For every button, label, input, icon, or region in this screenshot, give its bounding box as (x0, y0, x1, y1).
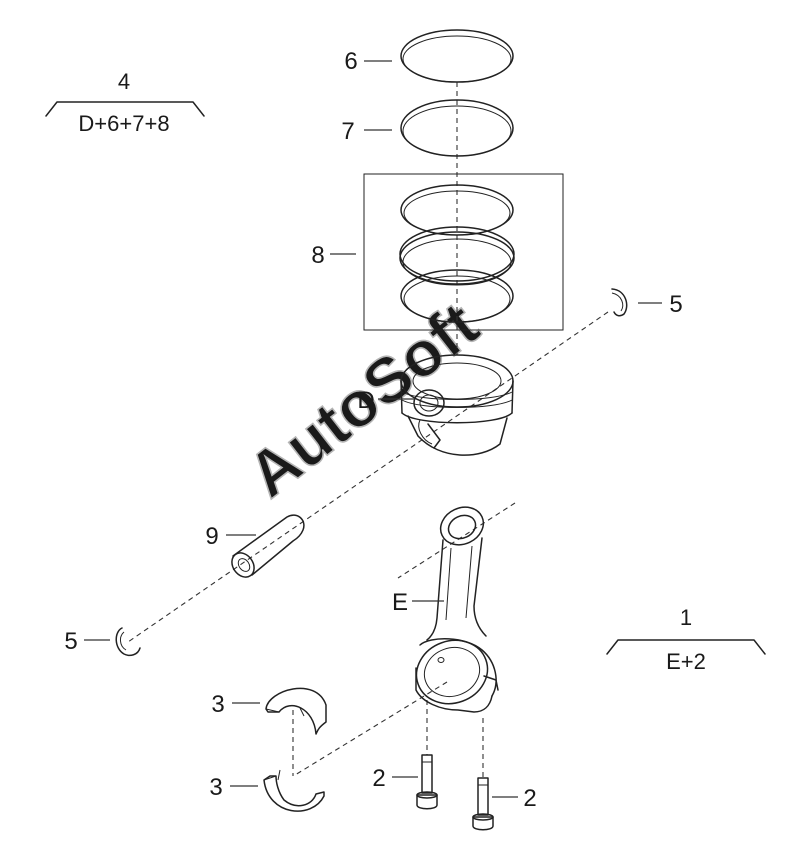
kit-contents-1: E+2 (666, 649, 706, 674)
callout-e: E (392, 589, 408, 616)
bearing-shell-3-upper (265, 687, 327, 735)
pin-axis-line (127, 311, 609, 643)
callout-d: D (357, 387, 374, 414)
snap-ring-5-lower (115, 627, 141, 657)
callout-2-left: 2 (372, 765, 385, 792)
callout-9: 9 (205, 523, 218, 550)
callout-2-right: 2 (523, 785, 536, 812)
rod-bolt-2-left (416, 754, 438, 810)
callout-3-lower: 3 (209, 774, 222, 801)
callout-8: 8 (311, 242, 324, 269)
kit-bracket-line-1 (606, 639, 766, 655)
bearing-alignment-line (294, 681, 448, 776)
callout-leaders (84, 60, 662, 798)
snap-ring-5-upper (611, 288, 628, 317)
kit-number-4: 4 (118, 69, 130, 94)
kit-contents-4: D+6+7+8 (78, 111, 169, 136)
kit-bracket-line-4 (45, 101, 205, 117)
bearing-shell-3-lower (263, 769, 325, 812)
piston-pin-9 (231, 514, 305, 578)
callout-5-lower: 5 (64, 628, 77, 655)
rod-bolt-2-right (472, 777, 494, 831)
ring-8-oil-ring-set (399, 184, 515, 323)
oil-ring-set-box (363, 173, 564, 331)
rod-small-end-line (397, 502, 516, 579)
callout-7: 7 (341, 118, 354, 145)
ring-6-top-compression-ring (400, 29, 514, 83)
connecting-rod-e (415, 506, 499, 713)
kit-bracket-4: 4 D+6+7+8 (45, 69, 205, 136)
callout-6: 6 (344, 48, 357, 75)
ring-7-second-compression-ring (400, 99, 514, 157)
callout-5-upper: 5 (669, 291, 682, 318)
piston-d (400, 354, 514, 456)
callout-3-upper: 3 (211, 691, 224, 718)
kit-bracket-1: 1 E+2 (606, 605, 766, 674)
kit-number-1: 1 (680, 605, 692, 630)
